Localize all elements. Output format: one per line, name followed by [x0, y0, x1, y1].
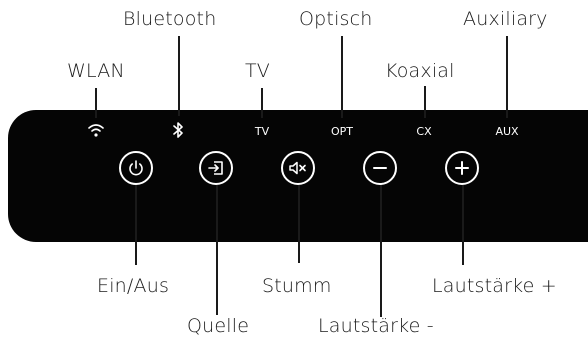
callout-vol-up: Lautstärke + [432, 275, 557, 297]
auxiliary-leader-line [506, 36, 508, 118]
optisch-leader-line [341, 36, 343, 118]
mute-icon [289, 161, 306, 175]
source-button[interactable] [199, 151, 233, 185]
vol-up-leader-line [462, 185, 464, 265]
callout-bluetooth: Bluetooth [123, 8, 217, 30]
power-leader-line [135, 185, 137, 265]
mute-button[interactable] [281, 151, 315, 185]
indicator-tv: TV [254, 125, 270, 138]
volume-up-button[interactable] [445, 151, 479, 185]
power-button[interactable] [119, 151, 153, 185]
indicator-opt: OPT [330, 125, 354, 138]
callout-wlan: WLAN [67, 60, 125, 82]
callout-power: Ein/Aus [97, 275, 170, 297]
koaxial-leader-line [424, 86, 426, 118]
power-icon [129, 160, 143, 176]
bluetooth-leader-line [178, 36, 180, 116]
callout-source: Quelle [187, 315, 250, 337]
minus-icon [373, 167, 387, 169]
vol-down-leader-line [380, 185, 382, 317]
source-leader-line [216, 185, 218, 315]
callout-tv: TV [245, 60, 271, 82]
callout-koaxial: Koaxial [385, 60, 455, 82]
callout-optisch: Optisch [299, 8, 373, 30]
callout-vol-down: Lautstärke - [318, 315, 434, 337]
volume-down-button[interactable] [363, 151, 397, 185]
indicator-cx: CX [416, 125, 432, 138]
plus-icon [455, 161, 469, 175]
mute-leader-line [298, 185, 300, 263]
source-input-icon [208, 161, 223, 175]
indicator-aux: AUX [495, 125, 519, 138]
callout-auxiliary: Auxiliary [463, 8, 548, 30]
bluetooth-icon [173, 122, 183, 138]
wifi-icon [88, 124, 104, 137]
callout-mute: Stumm [262, 275, 332, 297]
wlan-leader-line [95, 88, 97, 118]
tv-leader-line [261, 88, 263, 118]
